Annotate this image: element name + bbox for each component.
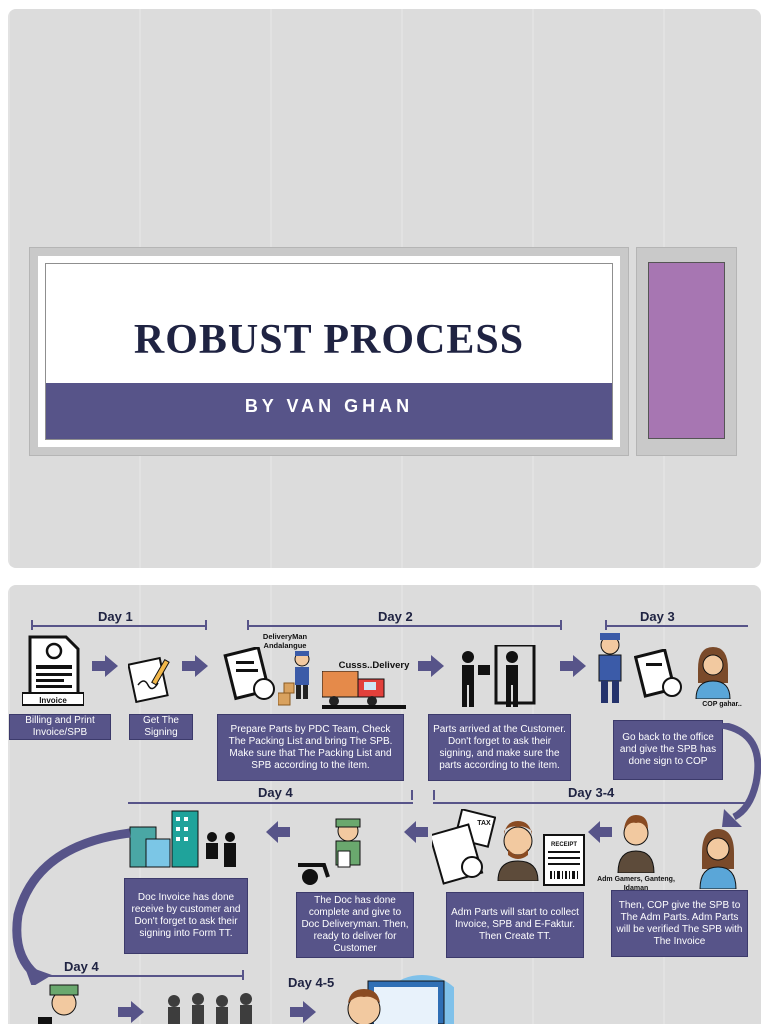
invoice-icon-label: Invoice [39, 696, 67, 705]
day-2-tick-right [560, 620, 562, 630]
curved-arrow-down-icon [721, 723, 761, 827]
deliveryman-label: DeliveryMan Andalangue [262, 632, 308, 650]
arrow-right-icon [118, 1001, 144, 1023]
handover-people-icon [462, 645, 536, 707]
cop-give-box: Then, COP give the SPB to The Adm Parts.… [611, 890, 748, 957]
arrow-left-icon [588, 821, 612, 843]
cop-label: COP gahar.. [702, 701, 742, 708]
title-slide: ROBUST PROCESS BY VAN GHAN [8, 9, 761, 568]
spb-document-icon [634, 649, 682, 698]
signing-box: Get The Signing [129, 714, 193, 740]
accent-box [648, 262, 725, 439]
day-1-tick-left [31, 620, 33, 630]
subtitle-band: BY VAN GHAN [46, 383, 612, 439]
day-3-4-tick-left [433, 790, 435, 800]
process-slide: Day 1 Day 2 Day 3 Invoice DeliveryMan An… [8, 585, 761, 1024]
billing-box: Billing and Print Invoice/SPB [9, 714, 111, 740]
receipt-label: RECEIPT [550, 842, 577, 848]
arrow-right-icon [92, 655, 118, 677]
slide-subtitle: BY VAN GHAN [244, 396, 414, 416]
deliveryman-icon [598, 633, 622, 703]
doc-invoice-box: Doc Invoice has done receive by customer… [124, 878, 248, 954]
day-4-bottom-label: Day 4 [64, 959, 99, 974]
scooter-courier-icon [298, 818, 361, 885]
invoice-stack-icon [432, 809, 496, 885]
accent-frame [636, 247, 737, 456]
arrow-right-icon [290, 1001, 316, 1023]
adm-man-avatar-icon [497, 821, 539, 881]
day-1-line [31, 625, 207, 627]
parts-arrived-box: Parts arrived at the Customer. Don't for… [428, 714, 571, 781]
signing-document-icon [128, 656, 170, 703]
day-3-tick-left [605, 620, 607, 630]
delivery-truck-icon [322, 671, 406, 709]
day-4-line [128, 802, 413, 804]
people-group-icon [168, 993, 252, 1024]
truck-label: Cusss..Delivery [338, 660, 410, 671]
arrow-left-icon [404, 821, 428, 843]
adm-parts-box: Adm Parts will start to collect Invoice,… [446, 892, 584, 958]
adm-label: Adm Gamers, Ganteng, Idaman [597, 876, 675, 892]
day-3-line [605, 625, 748, 627]
receipt-icon [543, 834, 585, 886]
curved-arrow-down-left-icon [12, 828, 131, 985]
day-2-label: Day 2 [378, 609, 413, 624]
cop-woman-avatar-icon [695, 647, 731, 699]
arrow-left-icon [266, 821, 290, 843]
day-4-label: Day 4 [258, 785, 293, 800]
day-3-4-line [433, 802, 748, 804]
cop-woman-avatar-icon [699, 829, 737, 889]
customer-building-icon [129, 810, 236, 868]
arrow-right-icon [418, 655, 444, 677]
title-card: ROBUST PROCESS BY VAN GHAN [38, 256, 620, 447]
courier-avatar-icon [38, 984, 79, 1024]
day-4-bottom-tick-right [242, 970, 244, 980]
arrow-right-icon [182, 655, 208, 677]
invoice-document-icon [22, 635, 84, 706]
day-1-tick-right [205, 620, 207, 630]
slide-title: ROBUST PROCESS [133, 317, 525, 363]
day-2-line [247, 625, 562, 627]
spb-document-icon [223, 647, 275, 701]
adm-man-avatar-icon [617, 815, 655, 873]
arrow-right-icon [560, 655, 586, 677]
day-4-5-label: Day 4-5 [288, 975, 335, 990]
title-inner: ROBUST PROCESS BY VAN GHAN [45, 263, 613, 440]
office-worker-computer-icon [347, 975, 454, 1024]
day-3-4-label: Day 3-4 [568, 785, 615, 800]
day-2-tick-left [247, 620, 249, 630]
day-4-bottom-line [44, 975, 244, 977]
prepare-parts-box: Prepare Parts by PDC Team, Check The Pac… [217, 714, 404, 781]
day-1-label: Day 1 [98, 609, 133, 624]
deliveryman-boxes-icon [278, 651, 310, 706]
tax-label: TAX [477, 820, 491, 827]
day-4-tick-right [411, 790, 413, 800]
go-back-box: Go back to the office and give the SPB h… [613, 720, 723, 780]
title-frame: ROBUST PROCESS BY VAN GHAN [29, 247, 629, 456]
day-3-label: Day 3 [640, 609, 675, 624]
doc-done-box: The Doc has done complete and give to Do… [296, 892, 414, 958]
